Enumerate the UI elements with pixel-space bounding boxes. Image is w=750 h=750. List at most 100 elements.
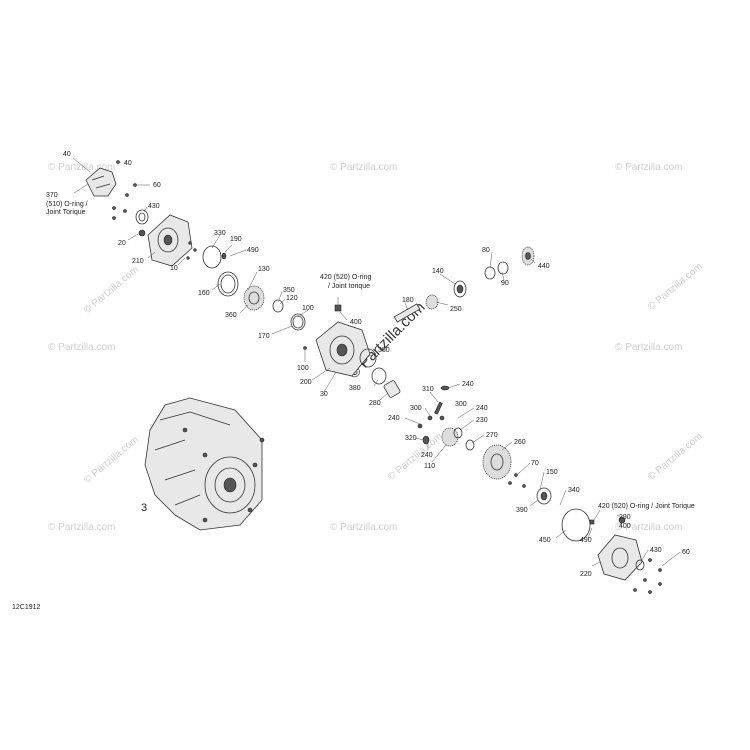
bolt — [125, 193, 129, 197]
leader-line — [539, 471, 545, 491]
callout-90: 90 — [501, 280, 509, 287]
leader-line — [489, 251, 493, 269]
leader-line — [277, 291, 283, 303]
bolt — [112, 216, 116, 220]
seal — [635, 559, 645, 571]
leader-line — [517, 462, 531, 475]
side-cover-bore — [611, 547, 629, 569]
parts-lower-right — [417, 385, 662, 594]
ring-inner — [220, 274, 236, 294]
callout-300: 300 — [410, 405, 422, 412]
leader-line — [661, 551, 681, 567]
callout-200: 200 — [300, 379, 312, 386]
leader-line — [559, 489, 567, 506]
housing-cover-hub — [163, 234, 173, 246]
leader-line — [414, 437, 425, 441]
bearing — [138, 229, 146, 237]
ring — [371, 367, 387, 385]
leader-line — [271, 325, 293, 335]
leader-line — [591, 561, 601, 567]
leader-line — [247, 271, 258, 291]
callout-430: 430 — [148, 203, 160, 210]
leader-line — [501, 441, 513, 451]
callout-450: 450 — [539, 537, 551, 544]
leader-line — [459, 419, 475, 431]
callout-400: 400 — [619, 523, 631, 530]
leader-line — [73, 183, 89, 194]
callout-30: 30 — [320, 391, 328, 398]
leader-line — [641, 549, 649, 561]
callout-40: 40 — [63, 151, 71, 158]
bolt — [508, 481, 512, 485]
pin — [439, 415, 445, 421]
housing-bolt — [202, 517, 208, 523]
callout-320: 320 — [405, 435, 417, 442]
leader-line — [279, 298, 286, 305]
pin — [303, 346, 307, 350]
leader-line — [224, 244, 233, 253]
o-ring-large — [561, 508, 591, 542]
gear — [243, 285, 265, 311]
leader-line — [379, 392, 389, 401]
callout-400: 400 — [350, 319, 362, 326]
pin — [417, 423, 423, 429]
callout-290: 290 — [619, 514, 631, 521]
callout-370-o-ring: (510) O-ring / — [46, 201, 88, 208]
callout-350: 350 — [378, 347, 390, 354]
watermark: © Partzilla.com — [48, 162, 115, 173]
bolt — [522, 484, 526, 488]
watermark: © Partzilla.com — [615, 522, 682, 533]
housing-bore — [214, 467, 246, 503]
bearing-hub — [540, 491, 548, 501]
bolt — [633, 588, 637, 592]
clip — [440, 385, 450, 391]
diagram-code: 12C1912 — [12, 604, 41, 611]
seal — [359, 348, 377, 368]
callout-250: 250 — [450, 306, 462, 313]
bearing-hub — [456, 284, 464, 294]
leader-line — [587, 527, 593, 539]
callout-130: 130 — [258, 266, 270, 273]
callout-440: 440 — [538, 263, 550, 270]
bolt — [658, 568, 662, 572]
leader-line — [501, 271, 505, 281]
ring — [290, 313, 306, 331]
callout-370: 370 — [46, 192, 58, 199]
housing-bolt — [252, 462, 258, 468]
gear-bore — [248, 291, 260, 305]
washer — [272, 299, 284, 313]
callout-340: 340 — [568, 487, 580, 494]
leader-line — [211, 234, 221, 249]
callout-490: 490 — [580, 537, 592, 544]
housing-bolt — [202, 452, 208, 458]
leader-line — [439, 273, 456, 285]
callout-380: 380 — [349, 385, 361, 392]
callout-270: 270 — [486, 432, 498, 439]
spring-clip — [221, 252, 227, 260]
bearing — [453, 427, 463, 439]
watermark: © Partzilla.com — [646, 431, 705, 483]
callout-labels: 40 40 370 (510) O-ring / Joint Torique 6… — [12, 151, 695, 611]
cover-detail — [91, 175, 111, 189]
callout-140: 140 — [432, 268, 444, 275]
leader-line — [311, 367, 331, 381]
callout-230: 230 — [476, 417, 488, 424]
callout-360: 360 — [225, 312, 237, 319]
callout-260: 260 — [514, 439, 526, 446]
bearing — [453, 280, 467, 298]
callout-310: 310 — [422, 386, 434, 393]
bearing — [536, 487, 552, 505]
differential-hub — [336, 343, 348, 357]
o-ring-part — [334, 304, 342, 312]
leader-line — [404, 417, 421, 425]
housing-cover-bore — [157, 227, 179, 253]
bolt — [123, 209, 127, 213]
watermark: © Partzilla.com — [48, 522, 115, 533]
callout-240: 240 — [421, 452, 433, 459]
callout-160: 160 — [198, 290, 210, 297]
callout-20: 20 — [118, 240, 126, 247]
seal-ring — [135, 209, 149, 225]
leader-line — [323, 371, 337, 393]
callout-10: 10 — [170, 265, 178, 272]
bolt — [133, 183, 137, 187]
